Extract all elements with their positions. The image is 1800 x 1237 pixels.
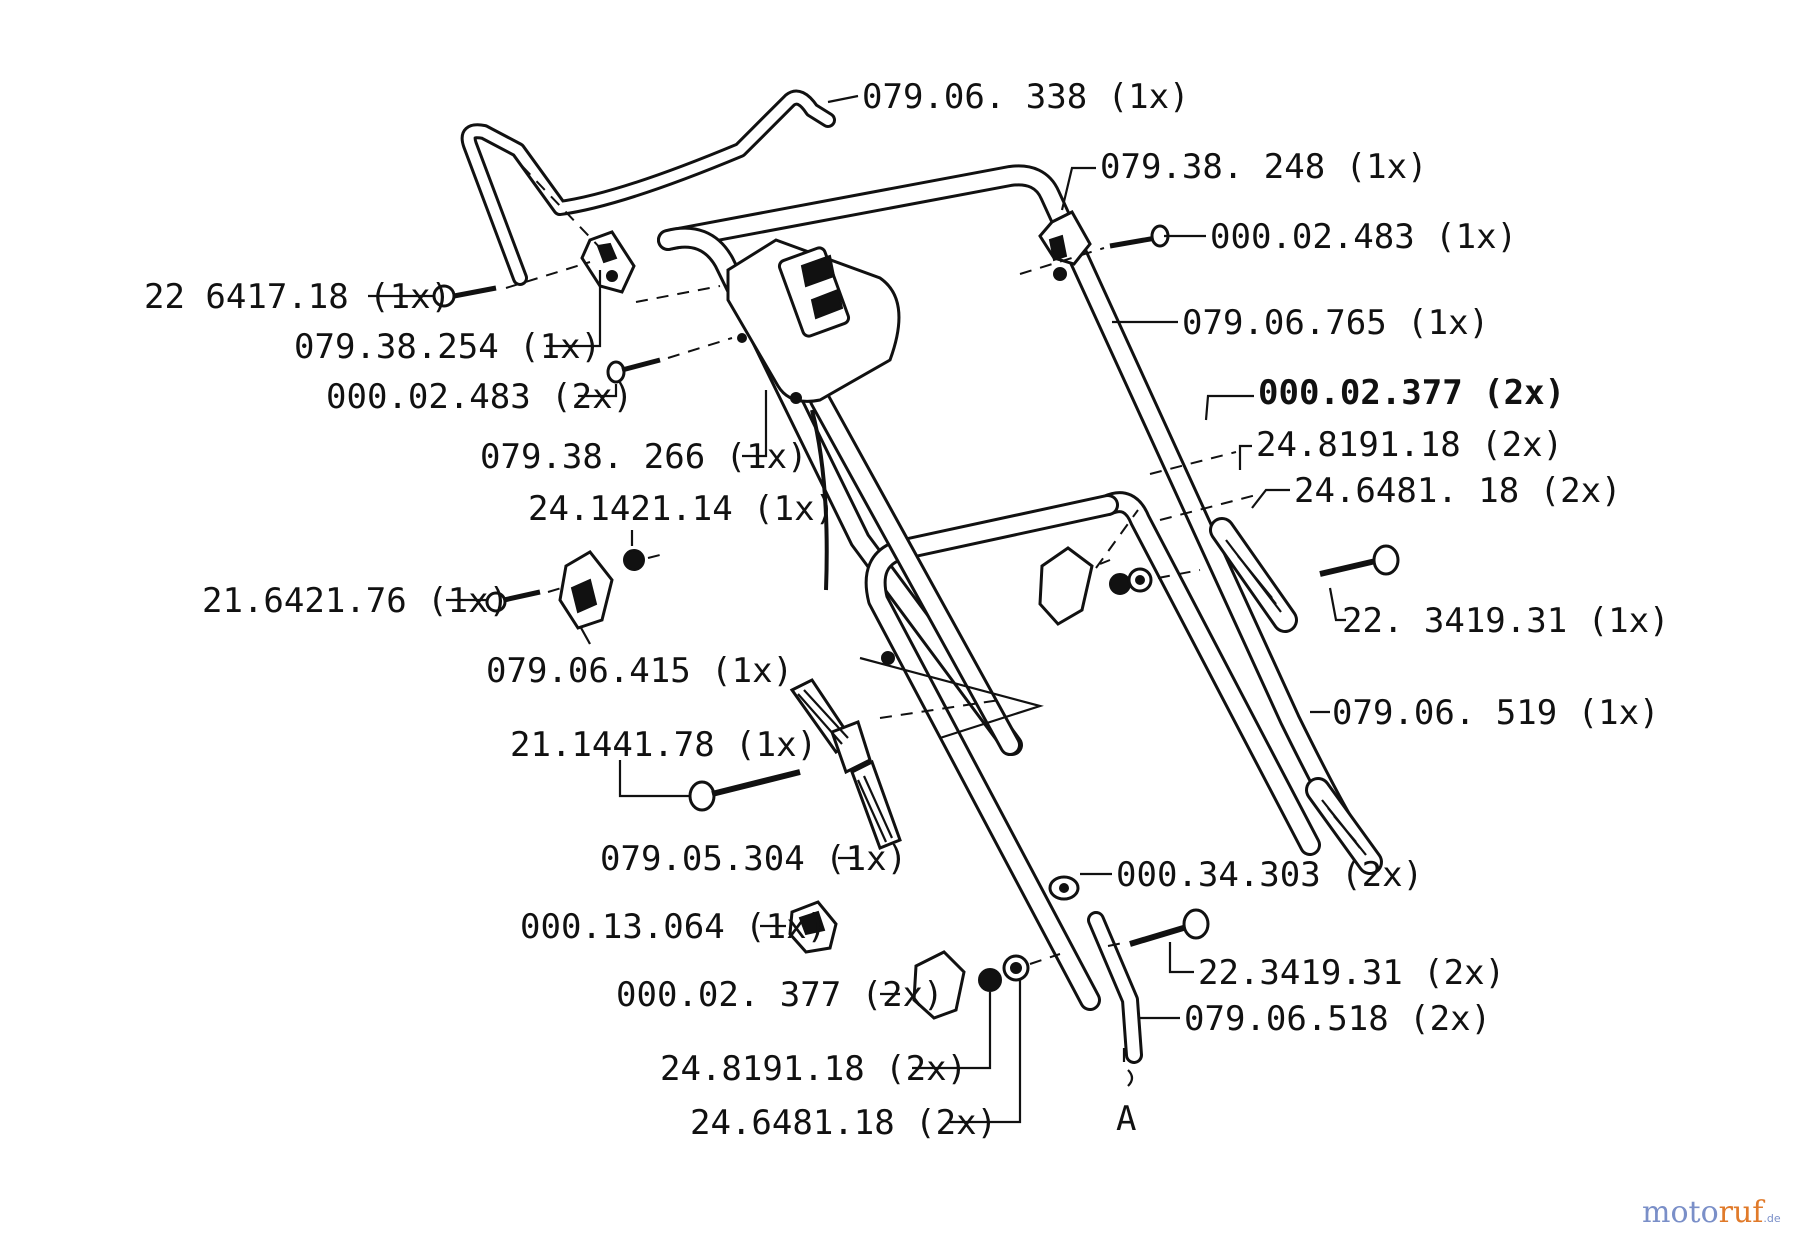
label-24-8191-18-lower: 24.8191.18 (2x) bbox=[660, 1049, 967, 1089]
lower-handle-frame bbox=[809, 389, 1321, 1011]
cable-relief-079-05-304 bbox=[789, 678, 902, 850]
leader-lines bbox=[368, 94, 1346, 1124]
watermark-part2: ruf bbox=[1719, 1195, 1766, 1230]
assembly-lines bbox=[505, 165, 1261, 965]
knob-upper bbox=[1038, 546, 1153, 626]
label-21-1441-78: 21.1441.78 (1x) bbox=[510, 725, 817, 765]
watermark-part3: .de bbox=[1763, 1212, 1780, 1225]
cap-000-13-064 bbox=[788, 900, 838, 954]
label-24-8191-18-upper: 24.8191.18 (2x) bbox=[1256, 425, 1563, 465]
cable-clip-079-06-415 bbox=[558, 549, 645, 630]
label-079-05-304: 079.05.304 (1x) bbox=[600, 839, 907, 879]
nut-000-34-303 bbox=[1048, 875, 1080, 901]
knob-lower bbox=[912, 950, 1030, 1020]
label-000-34-303: 000.34.303 (2x) bbox=[1116, 855, 1423, 895]
label-079-06-338: 079.06. 338 (1x) bbox=[862, 77, 1190, 117]
label-000-13-064: 000.13.064 (1x) bbox=[520, 907, 827, 947]
label-22-3419-31-2x: 22.3419.31 (2x) bbox=[1198, 953, 1505, 993]
screws bbox=[432, 224, 1400, 947]
label-079-06-519: 079.06. 519 (1x) bbox=[1332, 693, 1660, 733]
clip-079-38-248 bbox=[1038, 210, 1092, 266]
label-079-06-415: 079.06.415 (1x) bbox=[486, 651, 793, 691]
lower-right-grip bbox=[1305, 777, 1383, 875]
label-000-02-377-upper: 000.02.377 (2x) bbox=[1258, 373, 1565, 413]
watermark-part1: moto bbox=[1642, 1195, 1719, 1230]
label-24-1421-14: 24.1421.14 (1x) bbox=[528, 489, 835, 529]
bail-bar bbox=[460, 89, 836, 286]
label-000-02-377-lower: 000.02. 377 (2x) bbox=[616, 975, 944, 1015]
control-box bbox=[726, 238, 901, 591]
label-079-38-248: 079.38. 248 (1x) bbox=[1100, 147, 1428, 187]
bracket-079-06-518 bbox=[1087, 911, 1143, 1087]
part-labels: 079.06. 338 (1x) 079.38. 248 (1x) 000.02… bbox=[144, 77, 1670, 1143]
svg-text:motoruf.de: motoruf.de bbox=[1642, 1195, 1781, 1230]
label-a: A bbox=[1116, 1099, 1136, 1139]
label-079-06-765: 079.06.765 (1x) bbox=[1182, 303, 1489, 343]
clip-079-38-254 bbox=[580, 230, 636, 294]
deck-hint-lines bbox=[859, 656, 1044, 740]
label-22-6417-18: 22 6417.18 (1x) bbox=[144, 277, 451, 317]
right-grip bbox=[1209, 517, 1298, 633]
label-000-02-483-2x: 000.02.483 (2x) bbox=[326, 377, 633, 417]
label-000-02-483-1x: 000.02.483 (1x) bbox=[1210, 217, 1517, 257]
label-079-38-254: 079.38.254 (1x) bbox=[294, 327, 601, 367]
label-24-6481-18-upper: 24.6481. 18 (2x) bbox=[1294, 471, 1622, 511]
label-079-06-518: 079.06.518 (2x) bbox=[1184, 999, 1491, 1039]
label-079-38-266: 079.38. 266 (1x) bbox=[480, 437, 808, 477]
watermark-logo: motoruf.de bbox=[1642, 1195, 1781, 1230]
label-24-6481-18-lower: 24.6481.18 (2x) bbox=[690, 1103, 997, 1143]
label-21-6421-76: 21.6421.76 (1x) bbox=[202, 581, 509, 621]
label-22-3419-31-1x: 22. 3419.31 (1x) bbox=[1342, 601, 1670, 641]
